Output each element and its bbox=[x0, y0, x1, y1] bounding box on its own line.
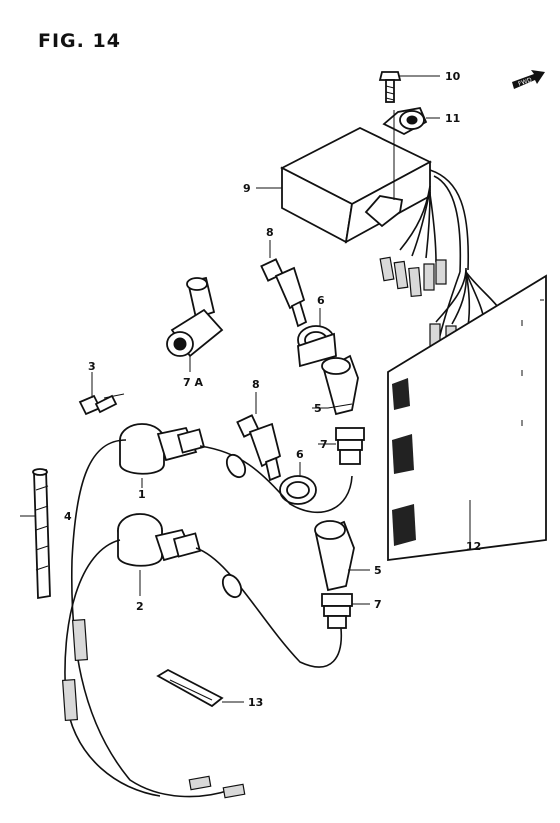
elbow-connector-7a bbox=[166, 276, 224, 372]
plug-boot-5-upper bbox=[312, 354, 359, 416]
plug-boot-5-lower bbox=[314, 520, 370, 592]
callout-7-upper: 7 bbox=[320, 438, 328, 451]
plug-cap-6-upper bbox=[297, 308, 337, 368]
fwd-label: FWD bbox=[517, 76, 533, 87]
callout-5-lower: 5 bbox=[374, 564, 382, 577]
forward-direction-arrow-icon: FWD bbox=[512, 70, 545, 89]
bolt-3 bbox=[78, 372, 125, 416]
callout-9: 9 bbox=[243, 182, 251, 195]
callout-1: 1 bbox=[138, 488, 146, 501]
ignition-coil-1 bbox=[119, 423, 353, 513]
spark-plug-8-lower bbox=[236, 392, 282, 482]
callout-6-upper: 6 bbox=[317, 294, 325, 307]
bolt-10 bbox=[378, 71, 440, 103]
cdi-connector-group-upper bbox=[379, 256, 447, 298]
callout-11: 11 bbox=[445, 112, 460, 125]
callout-7a: 7 A bbox=[183, 376, 203, 389]
callout-13: 13 bbox=[248, 696, 263, 709]
harness-tube-4 bbox=[20, 468, 51, 600]
seal-7-upper bbox=[318, 427, 365, 465]
clamp-13 bbox=[156, 668, 244, 708]
callout-8-lower: 8 bbox=[252, 378, 260, 391]
figure-title: FIG. 14 bbox=[38, 30, 121, 52]
plug-cap-6-lower bbox=[279, 462, 317, 505]
spark-plug-8-upper bbox=[260, 240, 308, 328]
callout-3: 3 bbox=[88, 360, 96, 373]
callout-7-lower: 7 bbox=[374, 598, 382, 611]
callout-5-upper: 5 bbox=[314, 402, 322, 415]
callout-8-upper: 8 bbox=[266, 226, 274, 239]
callout-10: 10 bbox=[445, 70, 461, 83]
ignition-coil-2 bbox=[117, 513, 342, 668]
callout-12: 12 bbox=[466, 540, 481, 553]
seal-7-lower bbox=[321, 593, 370, 629]
callout-4: 4 bbox=[64, 510, 72, 523]
callout-6-lower: 6 bbox=[296, 448, 304, 461]
cdi-unit-9 bbox=[256, 110, 470, 273]
bracket-grommet-11 bbox=[382, 106, 440, 136]
insulator-plate-12 bbox=[387, 274, 547, 562]
callout-2: 2 bbox=[136, 600, 144, 613]
coil-ground-wires bbox=[61, 439, 246, 799]
